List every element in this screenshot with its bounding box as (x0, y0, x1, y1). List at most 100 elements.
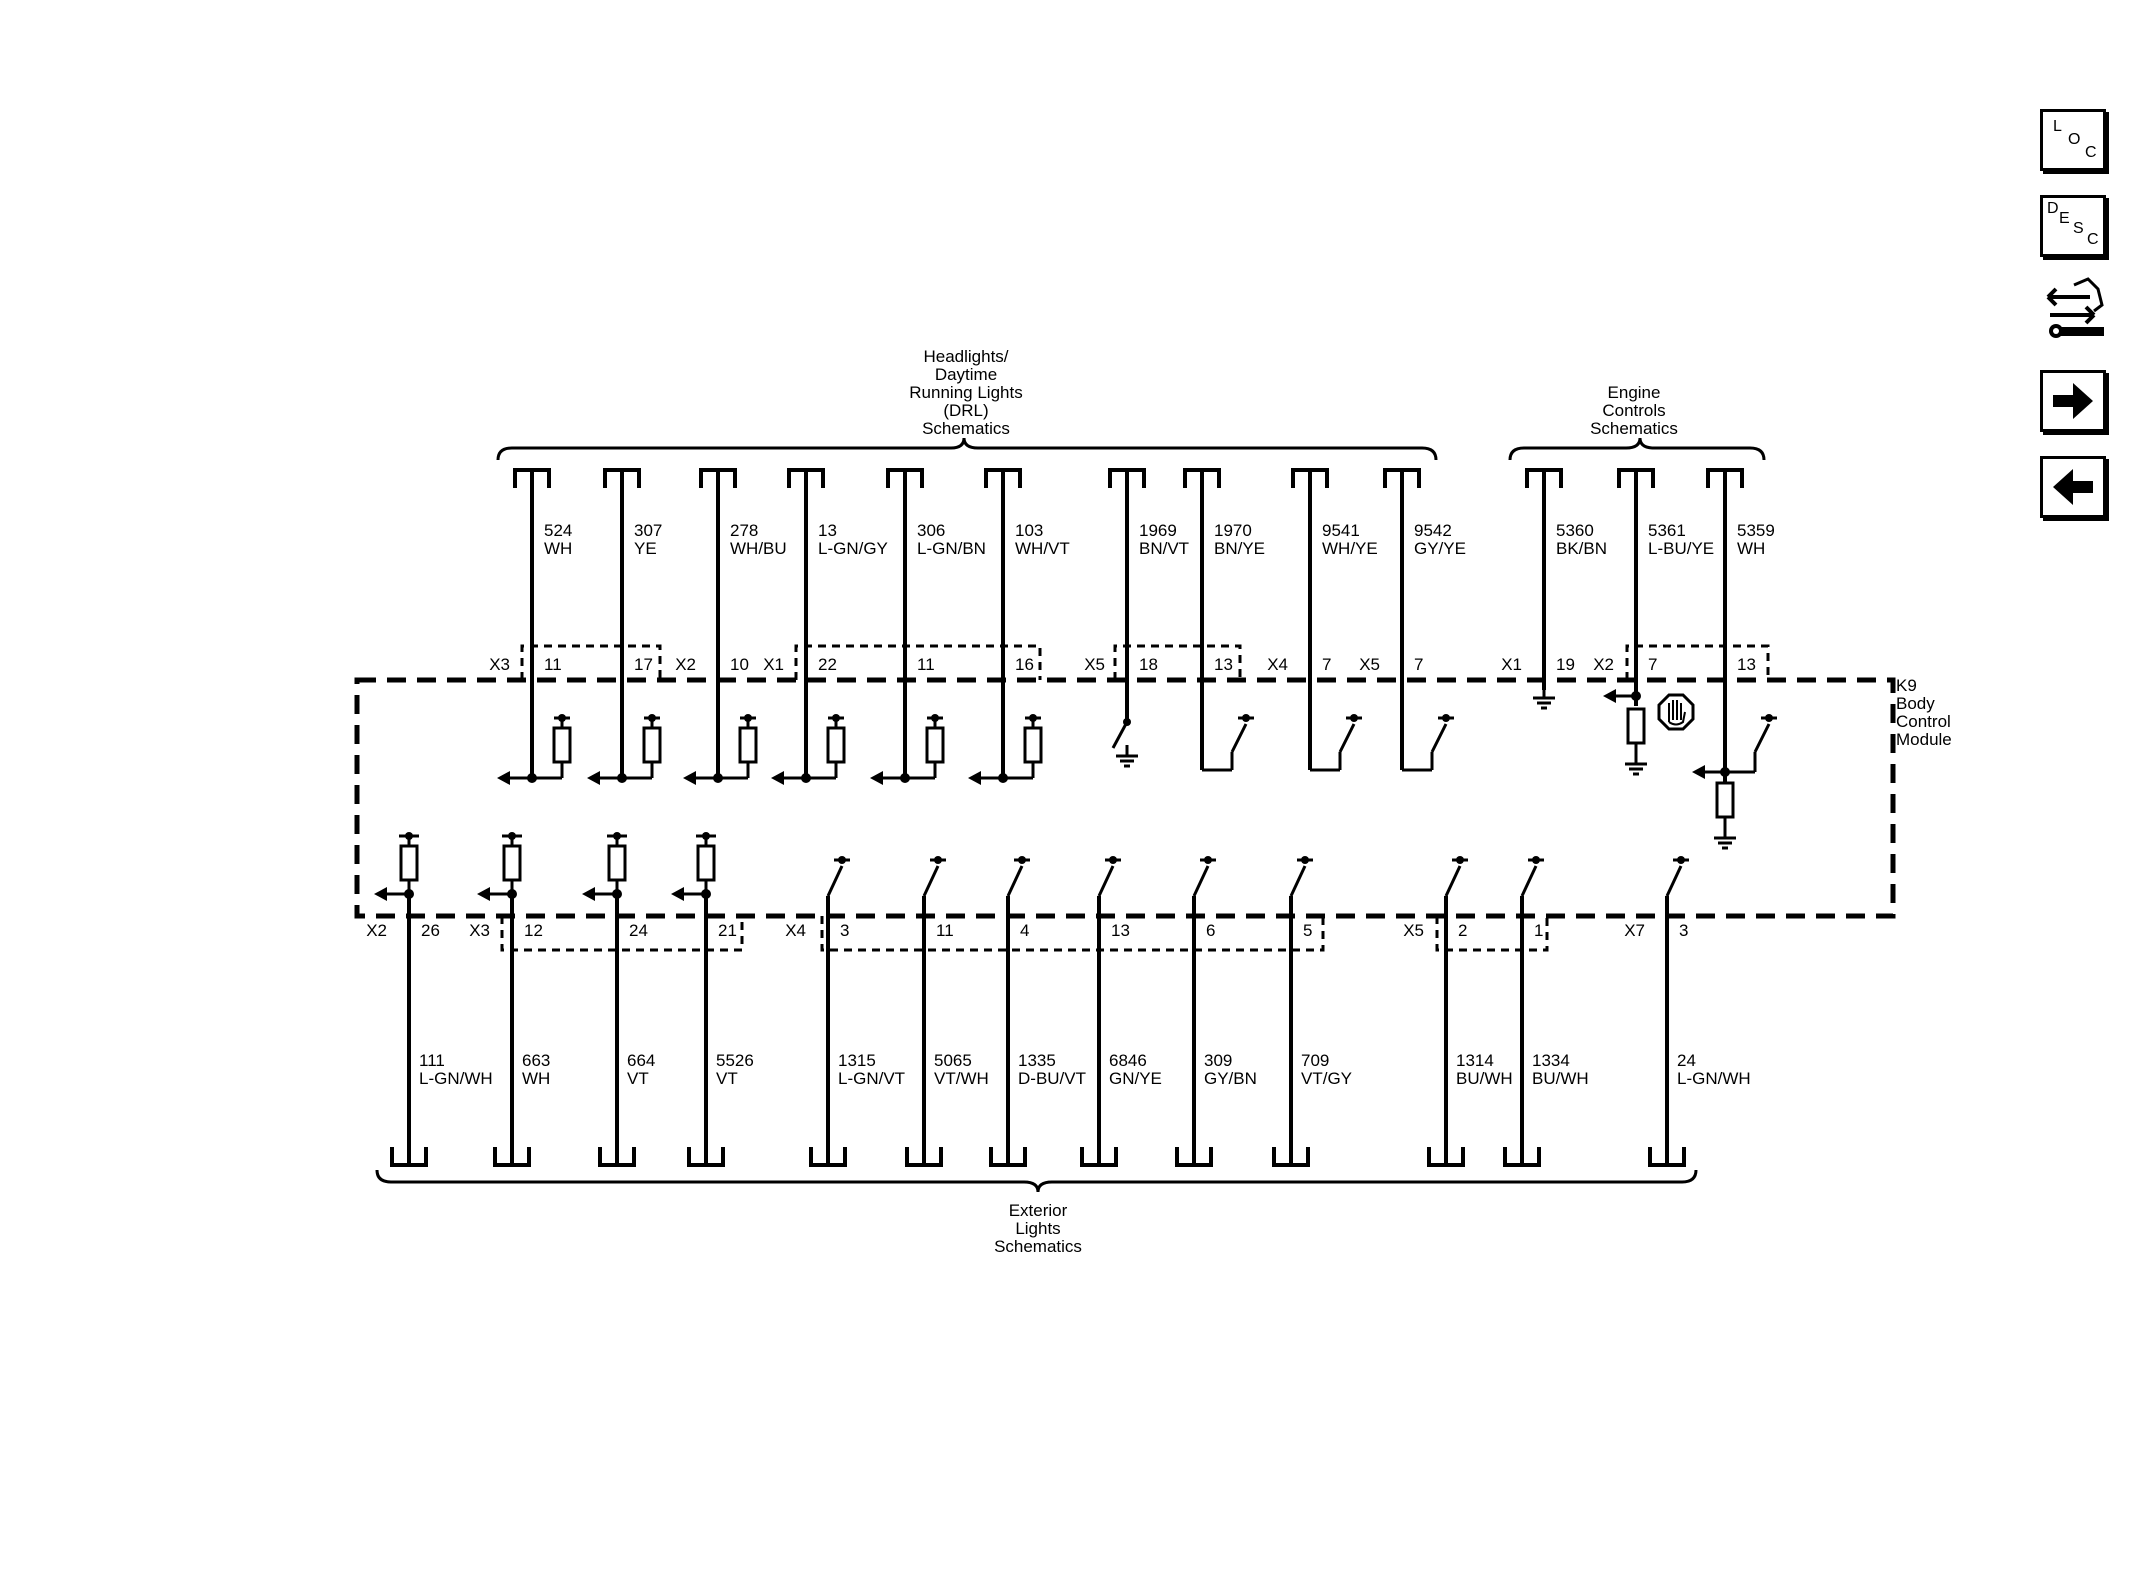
input-arrow (374, 887, 387, 901)
resistor (607, 844, 627, 882)
circuit-number: 278 (730, 521, 758, 540)
resistor (502, 844, 522, 882)
input-arrow (587, 771, 600, 785)
wire-color: BN/YE (1214, 539, 1265, 558)
connector-repair-button[interactable] (2040, 275, 2110, 345)
circuit-number: 664 (627, 1051, 655, 1070)
circuit-number: 5065 (934, 1051, 972, 1070)
resistor (1023, 726, 1043, 764)
engine-header-line: Schematics (1590, 419, 1678, 438)
pin-number: 6 (1206, 921, 1215, 940)
pin-number: 22 (818, 655, 837, 674)
drl-brace (496, 437, 1438, 461)
pin-number: 12 (524, 921, 543, 940)
pin-number: 2 (1458, 921, 1467, 940)
switch-blade (1111, 721, 1129, 749)
wire-color: L-GN/WH (1677, 1069, 1751, 1088)
loc-button[interactable]: L O C (2040, 109, 2106, 171)
x3-top-bracket (520, 644, 662, 680)
pin-number: 11 (917, 655, 935, 674)
wire-color: GY/BN (1204, 1069, 1257, 1088)
connector-id: X2 (1593, 655, 1614, 674)
input-arrow (771, 771, 784, 785)
circuit-number: 5526 (716, 1051, 754, 1070)
pin-number: 4 (1020, 921, 1029, 940)
ground-symbol (1714, 830, 1736, 850)
x5-bottom-bracket (1435, 916, 1549, 952)
connector-id: X1 (1501, 655, 1522, 674)
circuit-number: 1315 (838, 1051, 876, 1070)
loc-letter-o: O (2068, 131, 2081, 148)
wire-color: WH/BU (730, 539, 787, 558)
switch-blade (1230, 723, 1248, 753)
pin-number: 7 (1322, 655, 1331, 674)
circuit-number: 309 (1204, 1051, 1232, 1070)
x4-bottom-bracket (820, 916, 1325, 952)
resistor (826, 726, 846, 764)
module-label-line: Module (1896, 730, 1952, 749)
connector-id: X3 (469, 921, 490, 940)
pin-number: 3 (1679, 921, 1688, 940)
pin-number: 13 (1111, 921, 1130, 940)
wire-color: L-GN/WH (419, 1069, 493, 1088)
drl-header-line: Running Lights (909, 383, 1022, 402)
desc-letter-s: S (2073, 220, 2084, 237)
input-arrow (671, 887, 684, 901)
circuit-number: 5361 (1648, 521, 1686, 540)
input-arrow (582, 887, 595, 901)
pin-number: 13 (1737, 655, 1756, 674)
circuit-number: 663 (522, 1051, 550, 1070)
switch-blade (922, 865, 940, 897)
pin-number: 7 (1648, 655, 1657, 674)
loc-letter-c: C (2085, 144, 2097, 161)
supply-dot (613, 832, 621, 840)
switch-blade (1192, 865, 1210, 897)
resistor (399, 844, 419, 882)
pin-number: 19 (1556, 655, 1575, 674)
next-arrow-icon (2053, 383, 2093, 419)
circuit-number: 103 (1015, 521, 1043, 540)
switch-blade (1753, 723, 1771, 753)
wire-color: WH/VT (1015, 539, 1070, 558)
supply-dot (832, 714, 840, 722)
exterior-header-line: Schematics (994, 1237, 1082, 1256)
connector-id: X1 (763, 655, 784, 674)
connector-id: X4 (1267, 655, 1288, 674)
input-arrow (1692, 765, 1705, 779)
desc-button[interactable]: D E S C (2040, 195, 2106, 257)
circuit-number: 709 (1301, 1051, 1329, 1070)
switch-blade (1289, 865, 1307, 897)
wire-color: L-GN/BN (917, 539, 986, 558)
circuit-number: 24 (1677, 1051, 1696, 1070)
resistor (925, 726, 945, 764)
x2-top-bracket (1625, 644, 1770, 680)
pin-number: 21 (718, 921, 737, 940)
wire-color: BK/BN (1556, 539, 1607, 558)
engine-header-line: Controls (1602, 401, 1665, 420)
circuit-number: 1969 (1139, 521, 1177, 540)
supply-dot (508, 832, 516, 840)
next-button[interactable] (2040, 370, 2106, 432)
wire-color: VT/GY (1301, 1069, 1352, 1088)
pin-number: 18 (1139, 655, 1158, 674)
switch-blade (1006, 865, 1024, 897)
circuit-number: 307 (634, 521, 662, 540)
connector-repair-icon (2046, 277, 2104, 338)
previous-button[interactable] (2040, 456, 2106, 518)
pin-number: 24 (629, 921, 648, 940)
wire-color: D-BU/VT (1018, 1069, 1086, 1088)
